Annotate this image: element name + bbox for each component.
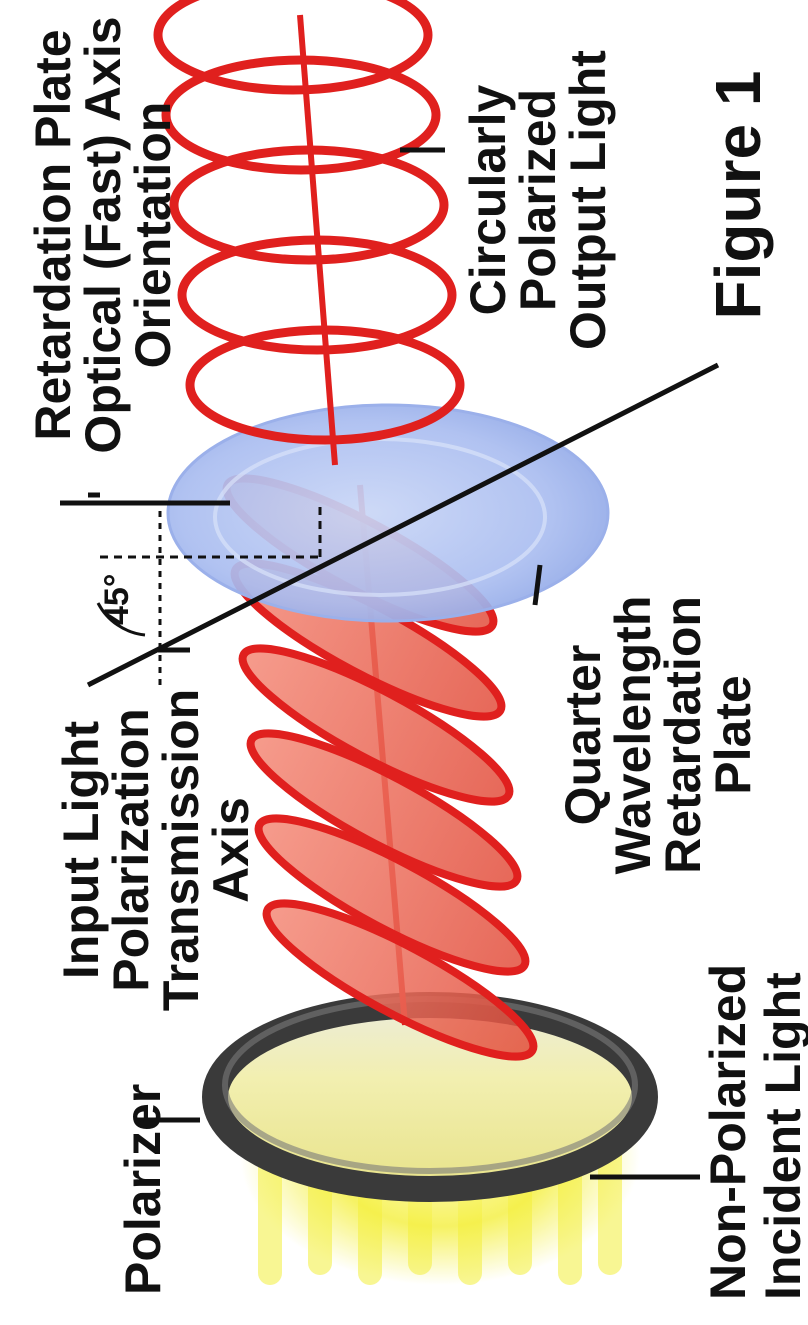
- polarizer-label: Polarizer: [115, 1084, 171, 1295]
- circular-label-line2: Polarized: [510, 89, 566, 311]
- retardation-label-line2: Optical (Fast) Axis: [75, 16, 131, 453]
- helix-loop: [158, 0, 428, 90]
- circular-label-line1: Circularly: [460, 84, 516, 315]
- input-light-label-line4: Axis: [203, 797, 259, 903]
- input-light-label-line1: Input Light: [53, 721, 109, 980]
- nonpolarized-label-line2: Incident Light: [755, 972, 808, 1300]
- nonpolarized-label-line1: Non-Polarized: [700, 964, 756, 1300]
- input-light-label-line2: Polarization: [103, 708, 159, 991]
- retardation-label-line3: Orientation: [125, 102, 181, 369]
- quarter-label-line3: Retardation: [655, 596, 711, 874]
- angle-label: 45°: [98, 574, 136, 625]
- retardation-label-line1: Retardation Plate: [25, 29, 81, 440]
- figure-caption: Figure 1: [702, 71, 774, 320]
- quarter-label-line1: Quarter: [555, 645, 611, 826]
- circular-label-line3: Output Light: [560, 50, 616, 350]
- quarter-label-line4: Plate: [705, 675, 761, 795]
- circular-polarized-helix-icon: [158, 0, 460, 465]
- quarter-label-line2: Wavelength: [605, 596, 661, 875]
- input-light-label-line3: Transmission: [153, 689, 209, 1011]
